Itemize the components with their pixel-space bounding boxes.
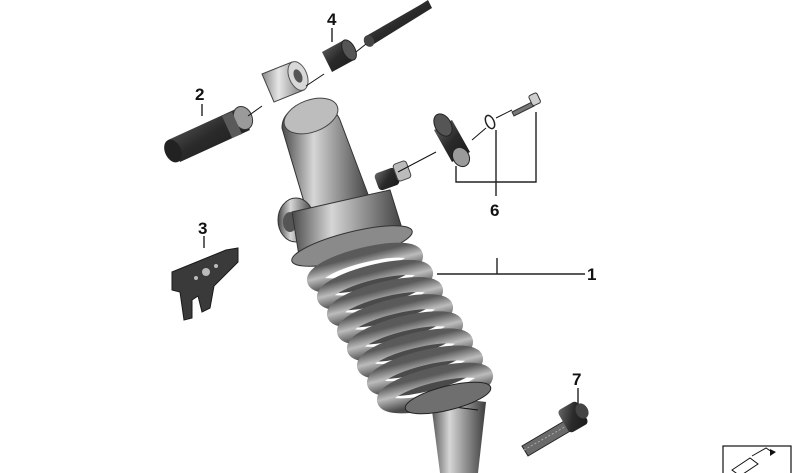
mounting-pin — [363, 0, 432, 47]
bolt-part — [521, 401, 589, 457]
o-ring-part — [484, 114, 496, 130]
spacer-ring — [261, 61, 309, 103]
callout-3: 3 — [198, 219, 207, 238]
callout-labels: 1 2 3 4 6 7 — [195, 10, 596, 389]
preload-adjuster-knob — [374, 160, 412, 191]
exploded-view-icon — [722, 445, 792, 473]
callout-1: 1 — [587, 265, 596, 284]
assembly-axis-lines — [247, 43, 513, 173]
callout-2: 2 — [195, 85, 204, 104]
callout-6: 6 — [490, 201, 499, 220]
adjuster-knob-part — [433, 113, 471, 168]
small-screw-part — [511, 92, 541, 117]
shock-absorber-part — [277, 97, 494, 473]
callout-7: 7 — [572, 370, 581, 389]
sleeve-part — [164, 105, 254, 163]
coil-spring — [306, 242, 494, 414]
leader-lines — [201, 28, 585, 404]
upper-body-dome — [281, 97, 373, 223]
spring-bottom-seat — [404, 381, 492, 415]
bushing-part — [322, 39, 357, 72]
bracket-plate-part — [171, 247, 239, 321]
callout-4: 4 — [327, 10, 337, 29]
